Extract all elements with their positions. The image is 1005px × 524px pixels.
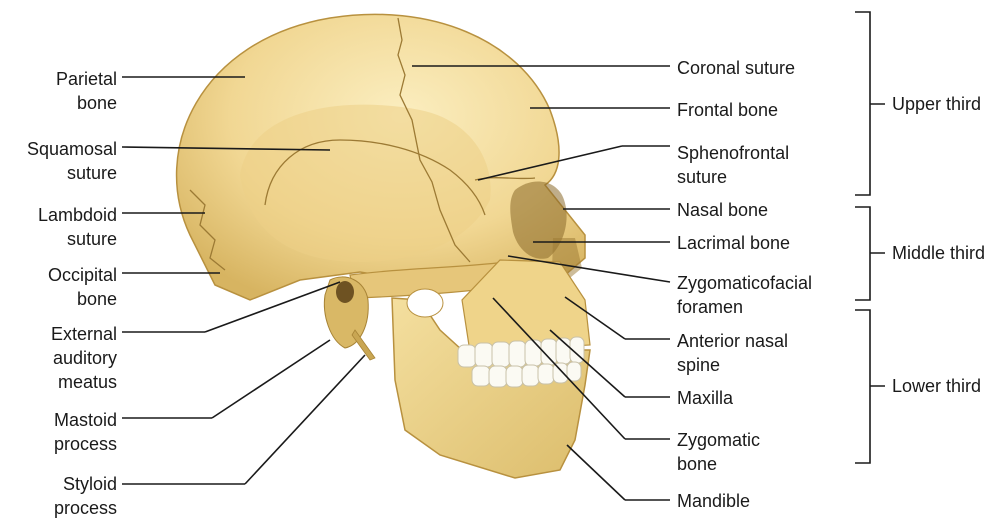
label-line: Lambdoid xyxy=(10,203,117,227)
label-zygomatic-bone: Zygomatic bone xyxy=(677,428,760,476)
label-external-auditory-meatus: External auditory meatus xyxy=(10,322,117,394)
label-sphenofrontal-suture: Sphenofrontal suture xyxy=(677,141,789,189)
bracket-lower xyxy=(855,310,885,463)
label-line: External xyxy=(10,322,117,346)
label-mastoid-process: Mastoid process xyxy=(10,408,117,456)
region-brackets xyxy=(855,12,885,463)
label-lacrimal-bone: Lacrimal bone xyxy=(677,231,790,255)
label-anterior-nasal-spine: Anterior nasal spine xyxy=(677,329,788,377)
region-middle-third: Middle third xyxy=(892,241,985,265)
label-line: suture xyxy=(10,227,117,251)
label-line: Lacrimal bone xyxy=(677,231,790,255)
region-lower-third: Lower third xyxy=(892,374,981,398)
label-coronal-suture: Coronal suture xyxy=(677,56,795,80)
label-lambdoid-suture: Lambdoid suture xyxy=(10,203,117,251)
label-zygomaticofacial-foramen: Zygomaticofacial foramen xyxy=(677,271,812,319)
label-line: process xyxy=(10,432,117,456)
label-line: Occipital xyxy=(10,263,117,287)
label-line: Zygomaticofacial xyxy=(677,271,812,295)
label-frontal-bone: Frontal bone xyxy=(677,98,778,122)
label-line: Zygomatic xyxy=(677,428,760,452)
label-line: spine xyxy=(677,353,788,377)
label-line: bone xyxy=(677,452,760,476)
label-line: Mastoid xyxy=(10,408,117,432)
label-line: Frontal bone xyxy=(677,98,778,122)
label-parietal-bone: Parietal bone xyxy=(20,67,117,115)
label-occipital-bone: Occipital bone xyxy=(10,263,117,311)
label-nasal-bone: Nasal bone xyxy=(677,198,768,222)
label-line: Sphenofrontal xyxy=(677,141,789,165)
label-line: Squamosal xyxy=(0,137,117,161)
auditory-opening xyxy=(336,281,354,303)
label-line: bone xyxy=(20,91,117,115)
label-line: Coronal suture xyxy=(677,56,795,80)
label-line: Mandible xyxy=(677,489,750,513)
label-line: suture xyxy=(0,161,117,185)
label-line: meatus xyxy=(10,370,117,394)
label-line: Parietal xyxy=(20,67,117,91)
temporal-region xyxy=(240,105,491,262)
label-line: Styloid xyxy=(10,472,117,496)
label-line: suture xyxy=(677,165,789,189)
label-maxilla: Maxilla xyxy=(677,386,733,410)
label-line: process xyxy=(10,496,117,520)
label-line: Anterior nasal xyxy=(677,329,788,353)
label-line: Maxilla xyxy=(677,386,733,410)
label-mandible: Mandible xyxy=(677,489,750,513)
label-styloid-process: Styloid process xyxy=(10,472,117,520)
mandibular-notch xyxy=(407,289,443,317)
label-line: Nasal bone xyxy=(677,198,768,222)
label-line: auditory xyxy=(10,346,117,370)
label-squamosal-suture: Squamosal suture xyxy=(0,137,117,185)
label-line: bone xyxy=(10,287,117,311)
region-upper-third: Upper third xyxy=(892,92,981,116)
label-line: foramen xyxy=(677,295,812,319)
bracket-middle xyxy=(855,207,885,300)
bracket-upper xyxy=(855,12,885,195)
